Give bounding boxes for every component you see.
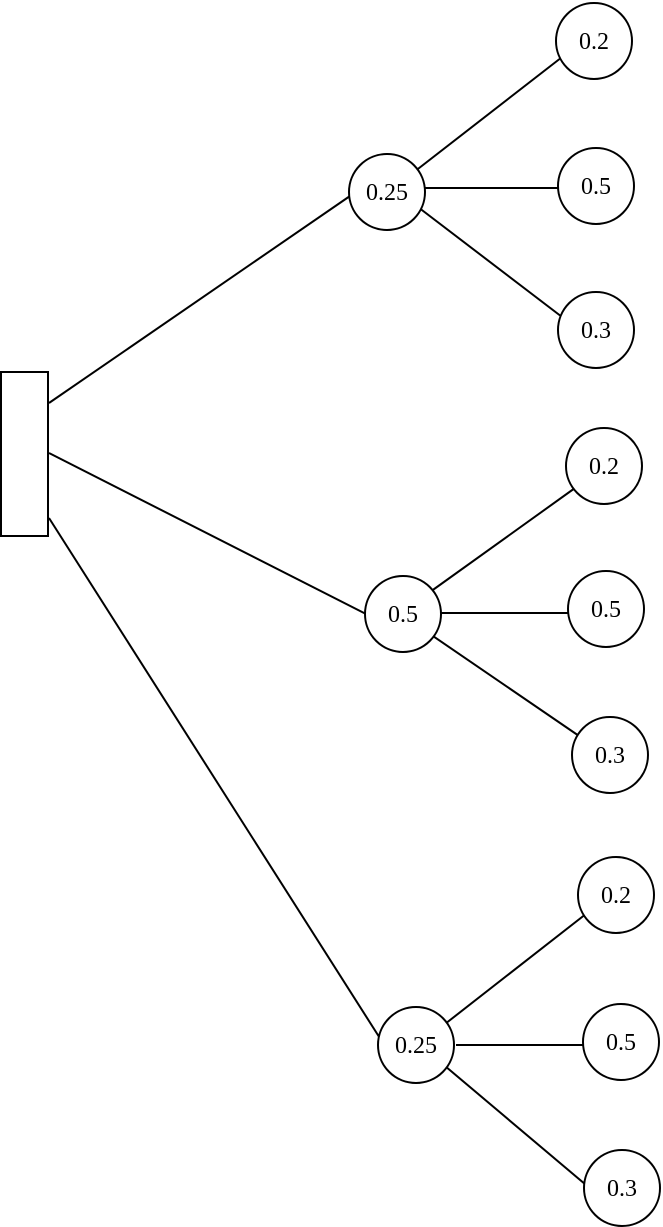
root-decision-box — [0, 371, 49, 537]
leaf-node-1-2-label: 0.5 — [581, 174, 611, 200]
branch-node-1-label: 0.25 — [366, 180, 408, 206]
edge-branch-1-to-leaf-1 — [413, 53, 567, 173]
leaf-node-3-2-label: 0.5 — [606, 1030, 636, 1056]
leaf-node-2-1-label: 0.2 — [589, 454, 619, 480]
edge-root-to-branch-2 — [48, 452, 367, 615]
leaf-node-3-1-label: 0.2 — [601, 883, 631, 909]
branch-node-2-label: 0.5 — [388, 602, 418, 628]
edge-root-to-branch-1 — [48, 195, 351, 404]
leaf-node-1-1-label: 0.2 — [579, 29, 609, 55]
leaf-node-2-2: 0.5 — [567, 570, 645, 648]
leaf-node-1-3: 0.3 — [557, 291, 635, 369]
branch-node-3-label: 0.25 — [395, 1033, 437, 1059]
leaf-node-1-3-label: 0.3 — [581, 318, 611, 344]
leaf-node-3-1: 0.2 — [577, 856, 655, 934]
branch-node-2: 0.5 — [364, 575, 442, 653]
edge-branch-3-to-leaf-3 — [444, 1065, 593, 1191]
branch-node-3: 0.25 — [377, 1006, 455, 1084]
edge-branch-3-to-leaf-1 — [444, 909, 592, 1025]
leaf-node-2-2-label: 0.5 — [591, 597, 621, 623]
leaf-node-3-3: 0.3 — [583, 1149, 661, 1227]
leaf-node-2-3: 0.3 — [571, 716, 649, 794]
leaf-node-2-3-label: 0.3 — [595, 743, 625, 769]
leaf-node-1-1: 0.2 — [555, 2, 633, 80]
edge-root-to-branch-3 — [48, 517, 384, 1044]
edge-branch-1-to-leaf-3 — [413, 203, 567, 321]
branch-node-1: 0.25 — [348, 153, 426, 231]
edge-branch-2-to-leaf-1 — [429, 487, 576, 593]
leaf-node-3-3-label: 0.3 — [607, 1176, 637, 1202]
leaf-node-2-1: 0.2 — [565, 427, 643, 505]
leaf-node-1-2: 0.5 — [557, 147, 635, 225]
edge-branch-2-to-leaf-3 — [429, 633, 583, 739]
leaf-node-3-2: 0.5 — [582, 1003, 660, 1081]
